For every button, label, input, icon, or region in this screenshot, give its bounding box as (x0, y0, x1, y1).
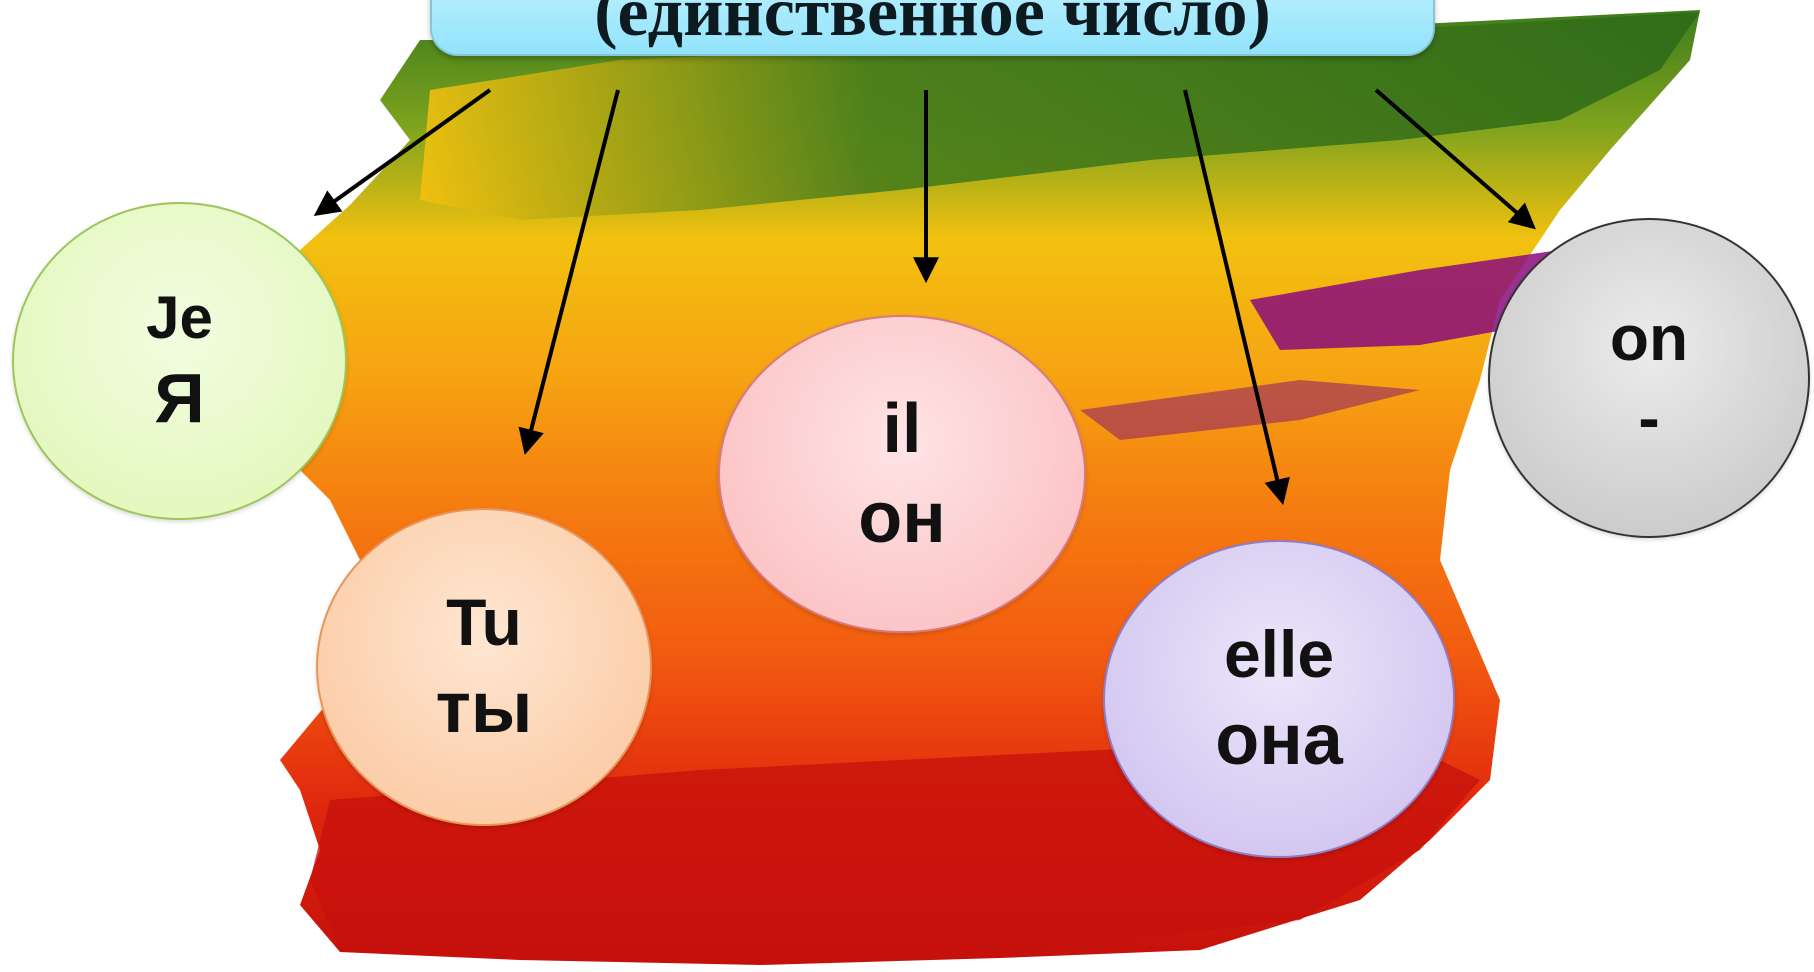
arrow-to-je (313, 88, 492, 217)
pronoun-russian: - (1638, 382, 1660, 454)
title-box: (единственное число) (430, 0, 1435, 56)
pronoun-russian: ты (435, 668, 533, 749)
paint-purple-streak (1250, 250, 1560, 350)
pronoun-russian: Я (154, 358, 205, 437)
pronoun-circle-elle: elle она (1103, 540, 1455, 858)
pronoun-circle-on: on - (1488, 218, 1810, 538)
pronoun-russian: он (858, 477, 946, 558)
pronoun-russian: она (1215, 700, 1343, 781)
paint-purple-streak-lower (1080, 380, 1420, 440)
pronoun-french: on (1609, 302, 1689, 374)
paint-green-band (420, 12, 1700, 220)
pronoun-french: il (882, 389, 922, 468)
arrow-to-tu (518, 89, 620, 456)
pronoun-circle-je: Je Я (12, 202, 347, 520)
arrow-to-on (1374, 88, 1536, 230)
pronoun-circle-il: il он (718, 315, 1086, 633)
arrow-to-elle (1183, 89, 1290, 506)
pronoun-circle-tu: Tu ты (316, 508, 652, 826)
pronoun-french: Tu (446, 584, 522, 659)
pronoun-french: Je (146, 283, 213, 351)
pronoun-french: elle (1223, 616, 1335, 691)
diagram-title: (единственное число) (594, 0, 1271, 51)
